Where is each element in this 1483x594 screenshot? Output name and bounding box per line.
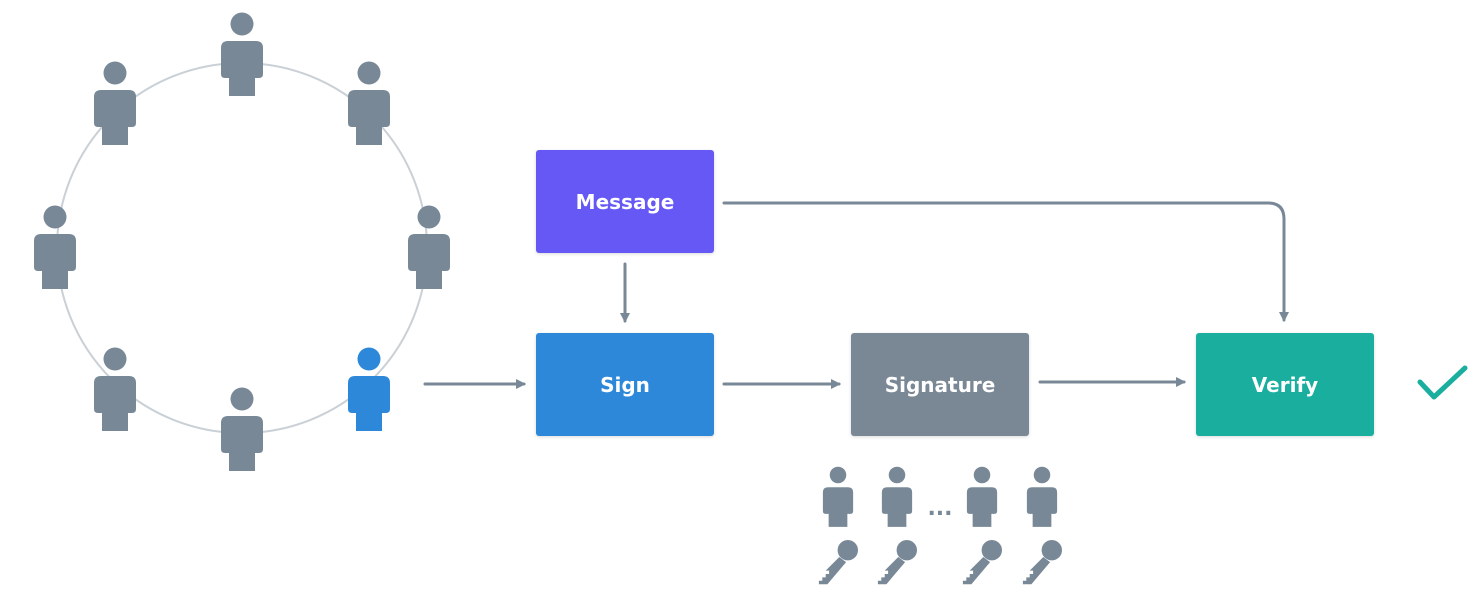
person-icon: [408, 205, 450, 289]
message-label: Message: [575, 189, 675, 214]
sign-box: Sign: [536, 333, 714, 436]
checkmark-icon: [1417, 365, 1468, 400]
key-icon: [1022, 540, 1062, 585]
person-icon: [221, 387, 263, 471]
person-icon: [881, 466, 913, 527]
signer-person-icon: [348, 347, 390, 431]
message-box: Message: [536, 150, 714, 253]
verify-box: Verify: [1196, 333, 1374, 436]
person-icon: [966, 466, 998, 527]
key-icon: [877, 540, 917, 585]
person-icon: [348, 61, 390, 145]
key-icon: [818, 540, 858, 585]
person-icon: [221, 12, 263, 96]
person-icon: [34, 205, 76, 289]
person-icon: [94, 61, 136, 145]
signature-box: Signature: [851, 333, 1029, 436]
arrow-message-to-verify: [722, 201, 1289, 322]
key-icon: [962, 540, 1002, 585]
person-icon: [822, 466, 854, 527]
signature-label: Signature: [884, 372, 996, 397]
ellipsis: ...: [927, 496, 952, 521]
sign-label: Sign: [600, 372, 650, 397]
person-icon: [94, 347, 136, 431]
verify-label: Verify: [1251, 372, 1319, 397]
person-icon: [1026, 466, 1058, 527]
